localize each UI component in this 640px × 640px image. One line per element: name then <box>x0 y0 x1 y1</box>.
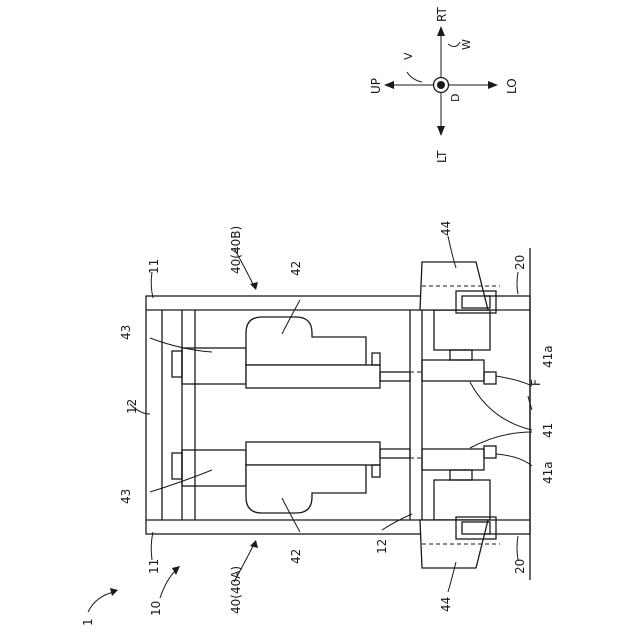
ref-f: F <box>529 379 543 386</box>
tip-41a-40a <box>484 446 496 458</box>
dir-label-d: D <box>449 94 462 102</box>
ref-40a: 40(40A) <box>229 566 243 614</box>
frame-10 <box>146 296 530 534</box>
tip-41a-40b <box>484 372 496 384</box>
arrow-lo-icon <box>488 81 498 89</box>
leader-w <box>448 42 460 47</box>
actuator-41-40a <box>422 449 484 470</box>
leader-12-bottom <box>382 514 412 530</box>
clamp-40a <box>372 465 380 477</box>
arm-43-40a <box>182 450 246 486</box>
arrow-lt-icon <box>437 126 445 136</box>
leader-11-top <box>151 272 153 298</box>
body-40b <box>246 365 380 388</box>
arrow-up-icon <box>384 81 394 89</box>
dir-label-rt: RT <box>435 7 449 22</box>
bracket-40a <box>172 453 182 479</box>
dir-label-lt: LT <box>435 150 449 163</box>
ref-11-bottom: 11 <box>147 559 161 574</box>
leader-43-bottom <box>150 470 212 492</box>
leader-1 <box>88 592 114 612</box>
leader-1-arrow-icon <box>110 588 118 596</box>
bracket-40b <box>172 351 182 377</box>
leader-41-a <box>470 382 532 430</box>
ref-20-bottom: 20 <box>513 559 527 574</box>
leader-20-bottom <box>517 536 518 560</box>
ref-43-bottom: 43 <box>119 489 133 504</box>
dir-label-lo: LO <box>505 78 519 94</box>
neck-40a <box>450 470 472 480</box>
body-40a <box>246 442 380 465</box>
ref-41a-top: 41a <box>541 345 555 368</box>
ref-20-top: 20 <box>513 255 527 270</box>
leader-40b-arrow-icon <box>250 282 258 290</box>
reference-labels: 1 10 11 11 12 12 20 20 40(40B) 40(40A) 4… <box>81 221 555 626</box>
motor-42-40b <box>246 317 366 365</box>
wheel-hub-40b <box>434 310 490 350</box>
ref-41a-bottom: 41a <box>541 461 555 484</box>
leader-41a-bottom <box>496 454 532 466</box>
arrow-rt-icon <box>437 26 445 36</box>
leader-20-top <box>517 272 518 294</box>
ref-12-bottom: 12 <box>375 539 389 554</box>
dir-label-v: V <box>402 52 415 60</box>
ref-41: 41 <box>541 423 555 438</box>
dir-label-up: UP <box>369 78 383 94</box>
ref-40b: 40(40B) <box>229 226 243 274</box>
dir-label-w: W <box>460 39 473 50</box>
leader-v <box>407 72 422 82</box>
ref-44-top: 44 <box>439 221 453 236</box>
ref-10: 10 <box>149 601 163 616</box>
ref-1: 1 <box>81 618 95 626</box>
ref-42-bottom: 42 <box>289 549 303 564</box>
unit-40b <box>172 262 500 388</box>
leader-11-bottom <box>151 532 153 560</box>
leader-40a-arrow-icon <box>250 540 258 548</box>
ref-44-bottom: 44 <box>439 597 453 612</box>
actuator-41-40b <box>422 360 484 381</box>
direction-indicator: RT LT UP LO V W D <box>369 7 519 163</box>
leader-10 <box>160 570 176 598</box>
ref-12-top: 12 <box>125 399 139 414</box>
shaft-40a <box>380 449 410 458</box>
clamp-40b <box>372 353 380 365</box>
depth-dot-icon <box>437 81 445 89</box>
ref-42-top: 42 <box>289 261 303 276</box>
motor-42-40a <box>246 465 366 513</box>
neck-40b <box>450 350 472 360</box>
leader-41-b <box>470 432 532 448</box>
ref-11-top: 11 <box>147 259 161 274</box>
ref-43-top: 43 <box>119 325 133 340</box>
shaft-40b <box>380 372 410 381</box>
wheel-hub-40a <box>434 480 490 520</box>
leader-41a-top <box>496 376 532 386</box>
arm-43-40b <box>182 348 246 384</box>
leader-43-top <box>150 338 212 352</box>
frame-outline <box>146 296 530 534</box>
unit-40a <box>172 442 500 568</box>
